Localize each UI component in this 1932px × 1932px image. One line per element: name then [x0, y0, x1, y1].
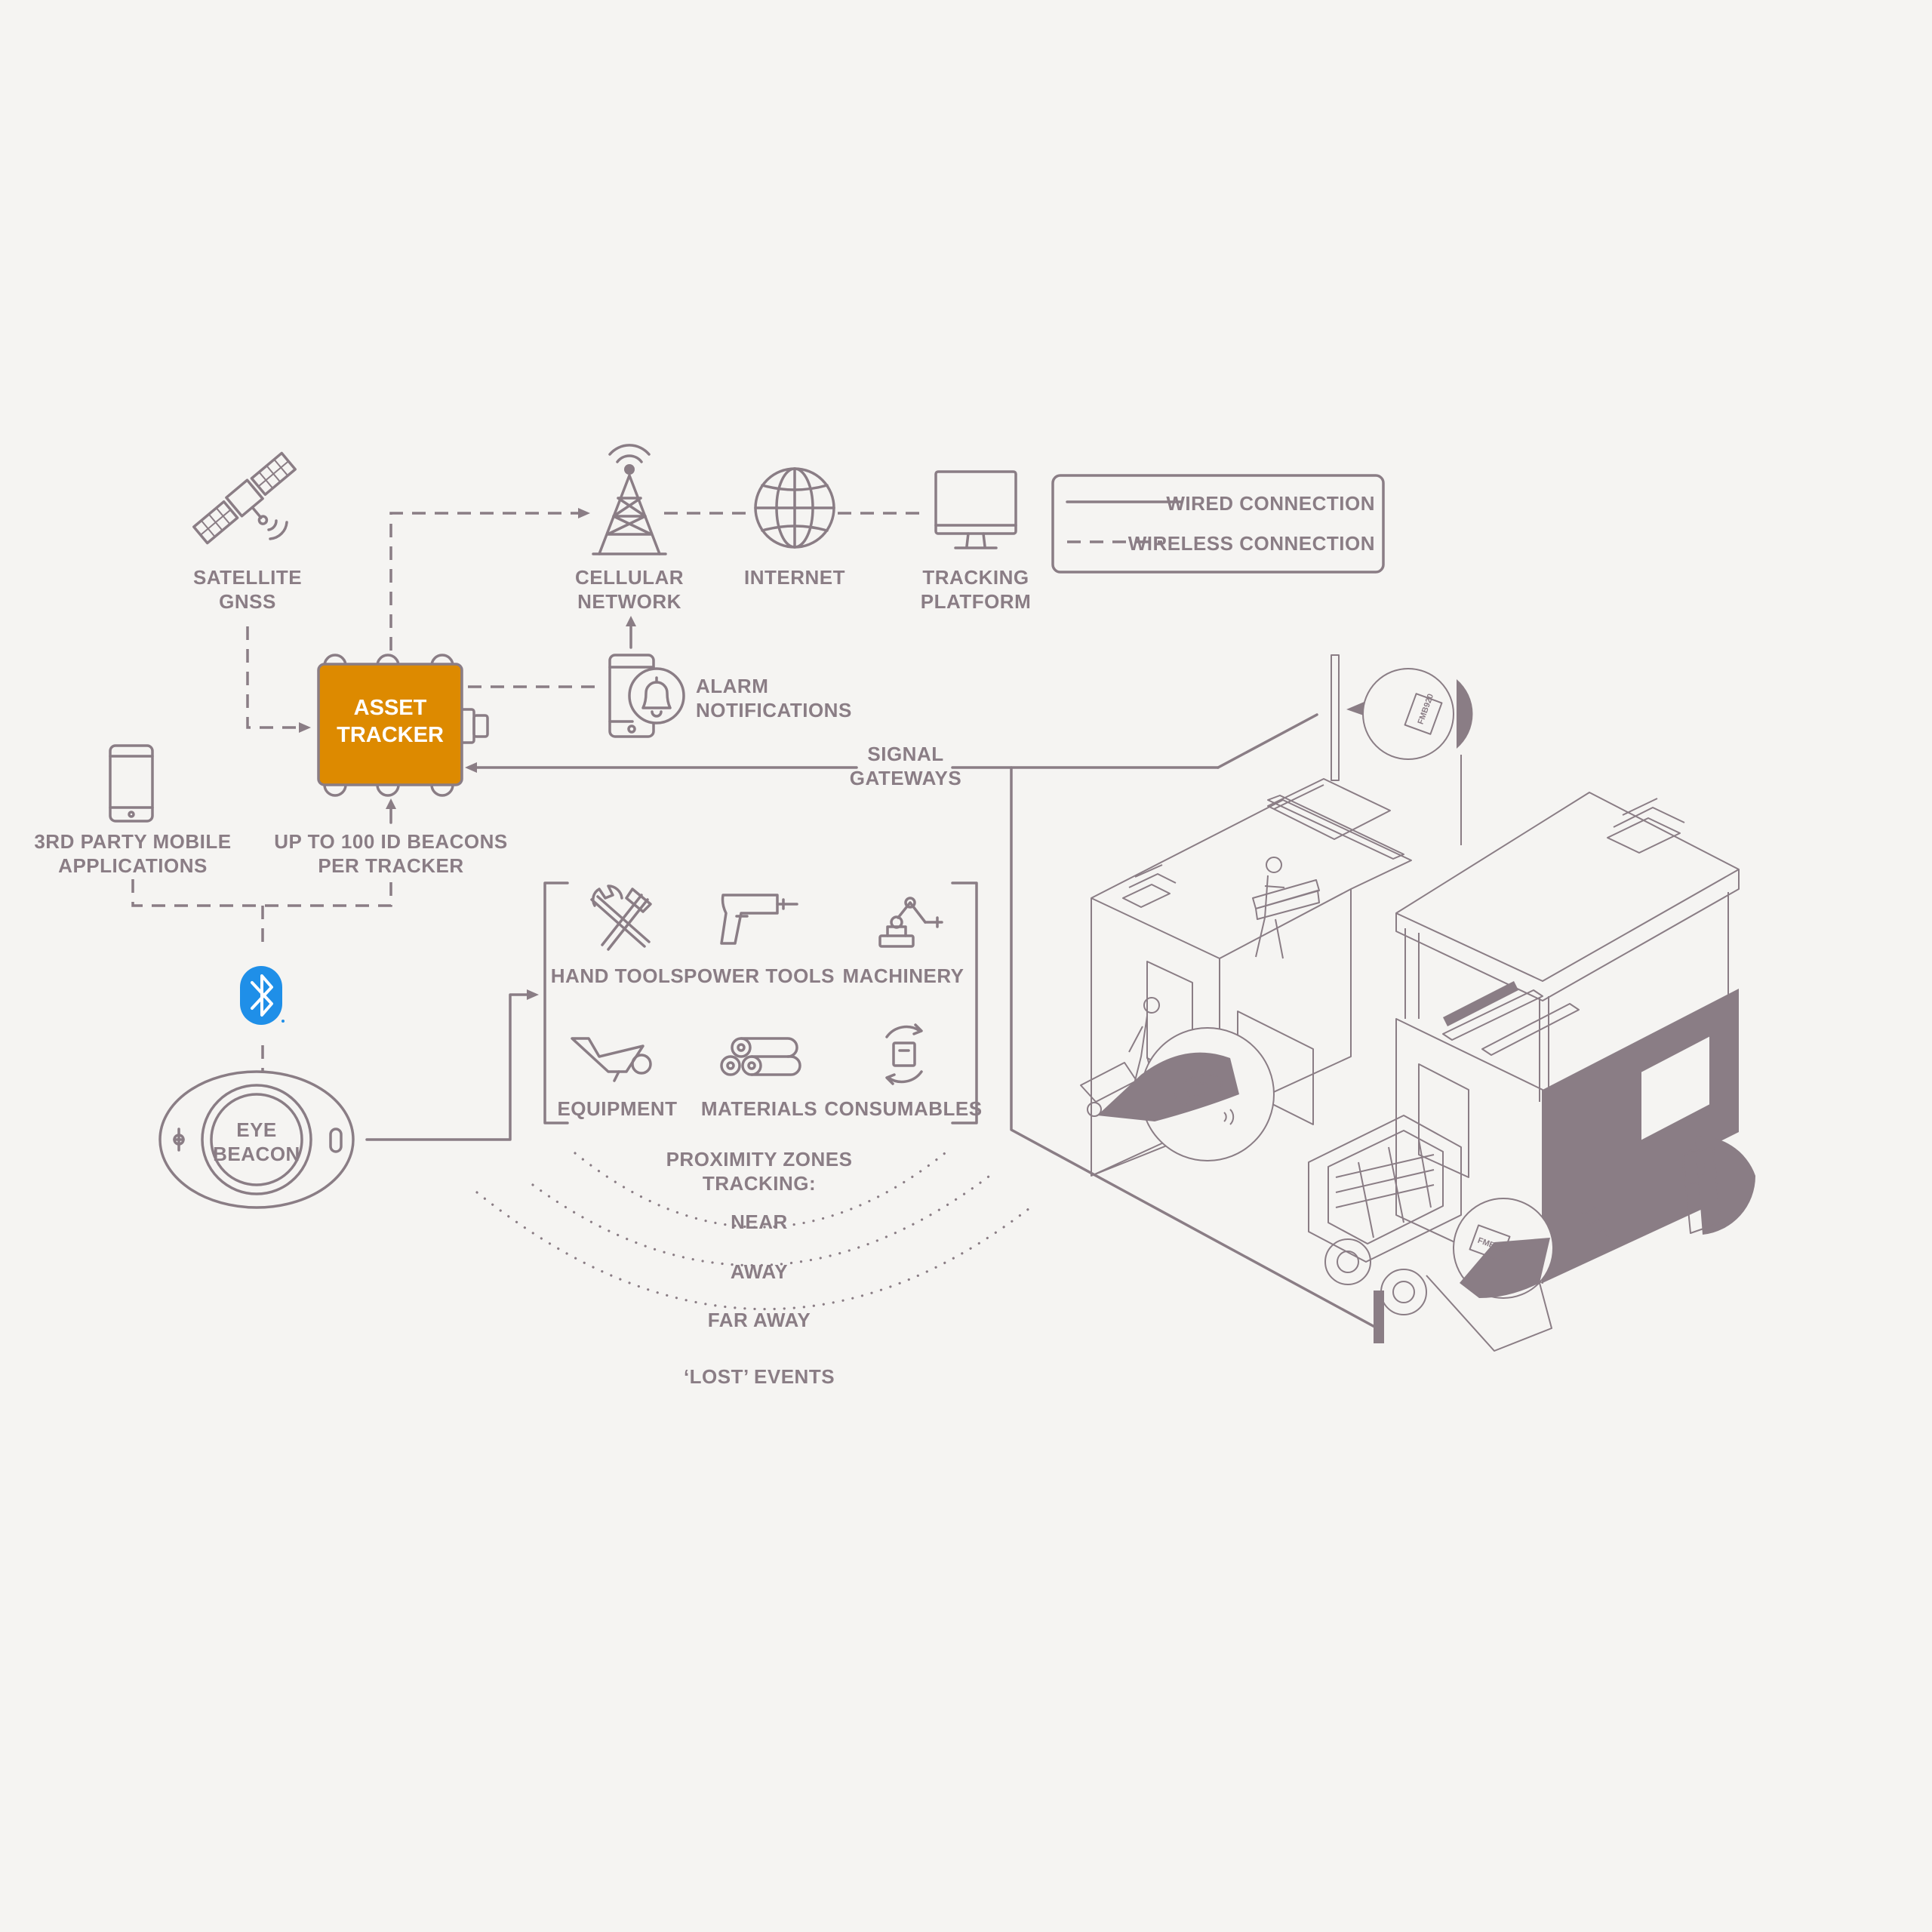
materials-icon: [720, 1037, 801, 1076]
wheelbarrow-icon: [571, 1037, 652, 1082]
satellite-label-1: SATELLITE: [193, 566, 302, 589]
zones-title-1: PROXIMITY ZONES: [666, 1148, 853, 1171]
hand-tools-icon: [590, 884, 652, 951]
asset-categories: HAND TOOLS POWER TOOLS MACHINERY EQUIPME…: [543, 881, 982, 1124]
construction-site-illustration: FMB920: [1080, 654, 1756, 1352]
satellite-icon: [192, 451, 297, 545]
eye-beacon-label-1: EYE: [236, 1118, 277, 1141]
eye-beacon-device: [158, 1070, 355, 1209]
asset-label-machinery: MACHINERY: [843, 964, 964, 987]
cellular-label-2: NETWORK: [577, 590, 681, 613]
legend-box: [1051, 474, 1385, 574]
skid-loader: [1308, 1115, 1552, 1352]
monitor-icon: [934, 470, 1017, 549]
beacons-label-2: PER TRACKER: [318, 854, 463, 877]
arrow-head: [465, 762, 477, 773]
assets-bracket-left: [543, 881, 569, 1124]
eye-beacon-label-2: BEACON: [213, 1143, 300, 1165]
connections: [131, 508, 1379, 1330]
arrow-head: [299, 722, 311, 733]
asset-tracker-device: ASSET TRACKER: [317, 654, 489, 797]
satellite-to-tracker-link: [246, 626, 302, 729]
arrow-head: [386, 798, 396, 809]
mobile-phone-icon: [109, 744, 154, 823]
mobile-beacons-bracket: [131, 879, 392, 907]
asset-label-power-tools: POWER TOOLS: [684, 964, 835, 987]
zone-arc-far: [475, 1191, 1034, 1311]
internet-label: INTERNET: [744, 566, 845, 589]
platform-label-1: TRACKING: [922, 566, 1029, 589]
beacon-callout-wall: [1659, 1136, 1756, 1235]
arrow-head: [578, 508, 590, 518]
gateway-line-to-mast: [1217, 713, 1318, 769]
zone-arc-away: [531, 1173, 993, 1267]
consumables-icon: [885, 1023, 923, 1085]
worker-roof: [1252, 857, 1320, 959]
gateways-label-2: GATEWAYS: [850, 767, 961, 789]
machinery-icon: [878, 897, 943, 948]
asset-tracker-box: [317, 663, 463, 786]
beacon-to-assets-link: [365, 993, 531, 1141]
tracker-label-1: ASSET: [354, 696, 427, 720]
gateway-line-to-loader: [1010, 766, 1379, 1330]
arrow-head: [626, 616, 636, 626]
legend: WIRED CONNECTION WIRELESS CONNECTION: [1051, 474, 1385, 574]
zone-near-label: NEAR: [731, 1211, 788, 1233]
zones-title-2: TRACKING:: [703, 1172, 816, 1195]
zone-away-label: AWAY: [731, 1260, 788, 1283]
cell-tower-icon: [592, 444, 667, 555]
satellite-label-2: GNSS: [219, 590, 276, 613]
asset-label-consumables: CONSUMABLES: [824, 1097, 982, 1120]
mobile-label-1: 3RD PARTY MOBILE: [34, 830, 231, 853]
legend-wired-label: WIRED CONNECTION: [1166, 492, 1375, 515]
zone-lost-label: ‘LOST’ EVENTS: [684, 1365, 835, 1388]
alarm-label-2: NOTIFICATIONS: [696, 699, 852, 721]
proximity-zones: PROXIMITY ZONES TRACKING: NEAR AWAY FAR …: [475, 1148, 1034, 1388]
bluetooth-icon: [240, 966, 285, 1025]
globe-icon: [754, 467, 835, 549]
alarm-phone-icon: [608, 654, 685, 738]
legend-wireless-label: WIRELESS CONNECTION: [1128, 532, 1375, 555]
asset-label-materials: MATERIALS: [701, 1097, 817, 1120]
power-tools-icon: [720, 894, 798, 945]
gateway-mast: FMB920: [1331, 654, 1473, 845]
tracker-to-cellular-link: [389, 512, 581, 651]
asset-label-equipment: EQUIPMENT: [557, 1097, 677, 1120]
asset-label-hand-tools: HAND TOOLS: [551, 964, 684, 987]
gateways-label-1: SIGNAL: [867, 743, 943, 765]
alarm-label-1: ALARM: [696, 675, 768, 697]
building-left: [1091, 799, 1412, 1177]
arrow-head: [527, 989, 539, 1000]
assets-bracket-right: [951, 881, 978, 1124]
building-right: [1395, 792, 1740, 1001]
platform-label-2: PLATFORM: [921, 590, 1032, 613]
tracker-label-2: TRACKER: [337, 723, 444, 747]
beacon-callout-loader: FMB920: [1453, 1198, 1554, 1299]
beacons-label-1: UP TO 100 ID BEACONS: [274, 830, 508, 853]
mobile-label-2: APPLICATIONS: [58, 854, 208, 877]
beacon-callout-ground: [1097, 1027, 1275, 1161]
cellular-label-1: CELLULAR: [575, 566, 684, 589]
zone-far-away-label: FAR AWAY: [708, 1309, 811, 1331]
